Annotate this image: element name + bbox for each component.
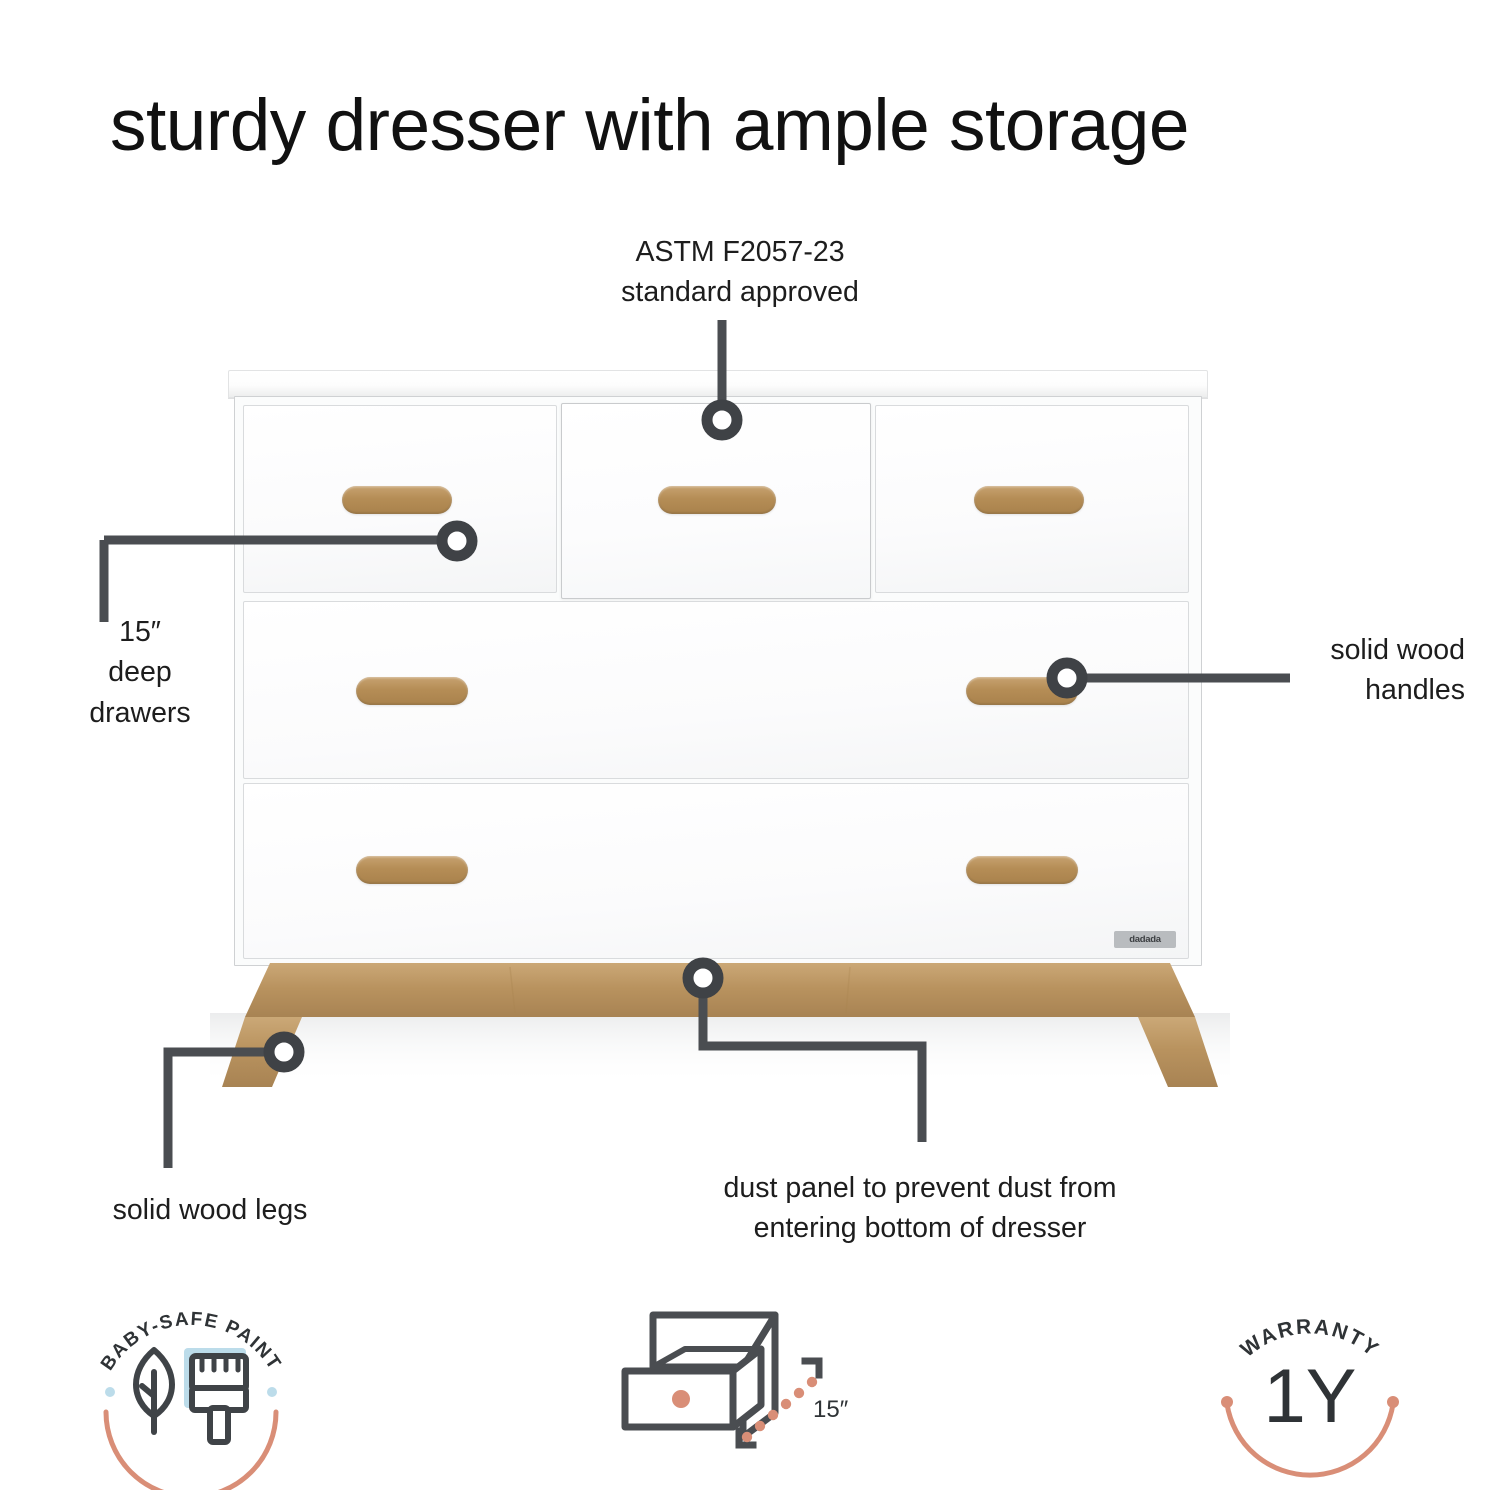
drawer-handle[interactable] bbox=[658, 486, 776, 514]
callout-label-dust-panel: dust panel to prevent dust from entering… bbox=[723, 1172, 1117, 1245]
callout-label-wood-handles: solid wood handles bbox=[1330, 634, 1465, 707]
drawer-handle[interactable] bbox=[966, 856, 1078, 884]
badge-arc-coral bbox=[1224, 1401, 1396, 1478]
dotted-measure-line bbox=[741, 1376, 818, 1443]
open-drawer-icon bbox=[621, 1311, 779, 1441]
page-title: sturdy dresser with ample storage bbox=[110, 85, 1189, 166]
callout-label-deep-drawers: 15″ deep drawers bbox=[89, 616, 191, 729]
dot-icon bbox=[267, 1387, 277, 1397]
drawer-handle[interactable] bbox=[356, 856, 468, 884]
dot-icon bbox=[1221, 1396, 1233, 1408]
drawer-top-middle[interactable] bbox=[561, 403, 871, 599]
leaf-icon bbox=[133, 1347, 175, 1435]
callout-label-wood-legs: solid wood legs bbox=[112, 1194, 308, 1226]
badge-warranty: 1Y WARRANTY bbox=[1185, 1300, 1435, 1490]
drawer-handle[interactable] bbox=[974, 486, 1084, 514]
paintbrush-icon bbox=[189, 1353, 249, 1445]
badge-drawer-depth: 15″ bbox=[615, 1305, 865, 1495]
dresser-illustration: dadada bbox=[228, 370, 1208, 970]
dresser-body: dadada bbox=[234, 396, 1202, 966]
dresser-legs bbox=[210, 963, 1230, 1087]
drawer-top-right[interactable] bbox=[875, 405, 1189, 593]
badge-arc-coral bbox=[103, 1409, 279, 1490]
drawer-handle[interactable] bbox=[356, 677, 468, 705]
callout-label-astm: ASTM F2057-23 standard approved bbox=[621, 236, 859, 309]
badge-warranty-value: 1Y bbox=[1264, 1354, 1357, 1439]
dresser-top-surface bbox=[228, 370, 1208, 398]
badge-baby-safe-paint: BABY-SAFE PAINT bbox=[66, 1300, 316, 1490]
drawer-middle-wide[interactable] bbox=[243, 601, 1189, 779]
drawer-knob-icon bbox=[672, 1390, 690, 1408]
drawer-bottom-wide[interactable]: dadada bbox=[243, 783, 1189, 959]
brand-logo-plate: dadada bbox=[1114, 931, 1176, 948]
badge-depth-label: 15″ bbox=[813, 1396, 849, 1423]
measure-brackets bbox=[735, 1357, 823, 1449]
drawer-top-left[interactable] bbox=[243, 405, 557, 593]
dot-icon bbox=[105, 1387, 115, 1397]
dot-icon bbox=[1387, 1396, 1399, 1408]
drawer-handle[interactable] bbox=[342, 486, 452, 514]
drawer-handle[interactable] bbox=[966, 677, 1078, 705]
